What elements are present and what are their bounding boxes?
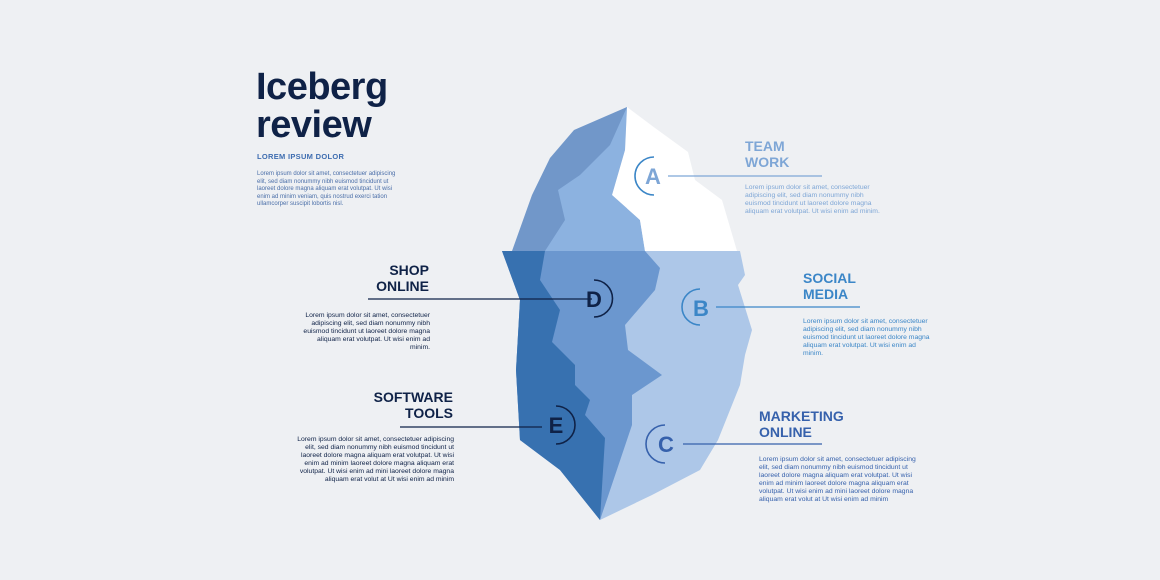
item-title-c: MARKETING ONLINE [759,408,844,440]
item-title-e: SOFTWARE TOOLS [373,389,453,421]
marker-arc-b [681,288,701,326]
item-title-b: SOCIAL MEDIA [803,270,856,302]
intro-text: Lorem ipsum dolor sit amet, consectetuer… [257,171,396,208]
marker-arc-c [645,424,666,464]
page-title: Iceberg review [256,66,388,146]
item-text-c: Lorem ipsum dolor sit amet, consectetuer… [759,456,916,503]
marker-arc-a [634,156,655,196]
item-text-a: Lorem ipsum dolor sit amet, consectetuer… [745,184,880,215]
item-text-e: Lorem ipsum dolor sit amet, consectetuer… [297,436,454,483]
item-title-d: SHOP ONLINE [376,262,429,294]
item-text-d: Lorem ipsum dolor sit amet, consectetuer… [303,312,430,351]
marker-letter-b: B [693,296,709,321]
iceberg-tip-white [612,107,737,251]
marker-arc-e [555,405,576,445]
marker-letter-d: D [586,287,602,312]
iceberg-underwater-dark [502,251,605,520]
marker-letter-a: A [645,164,661,189]
marker-letter-e: E [549,413,564,438]
item-text-b: Lorem ipsum dolor sit amet, consectetuer… [803,318,930,357]
marker-letter-c: C [658,432,674,457]
item-title-a: TEAM WORK [745,138,790,170]
iceberg-tip-light [545,107,645,251]
page-subtitle: LOREM IPSUM DOLOR [257,152,345,161]
marker-arc-d [593,279,614,318]
